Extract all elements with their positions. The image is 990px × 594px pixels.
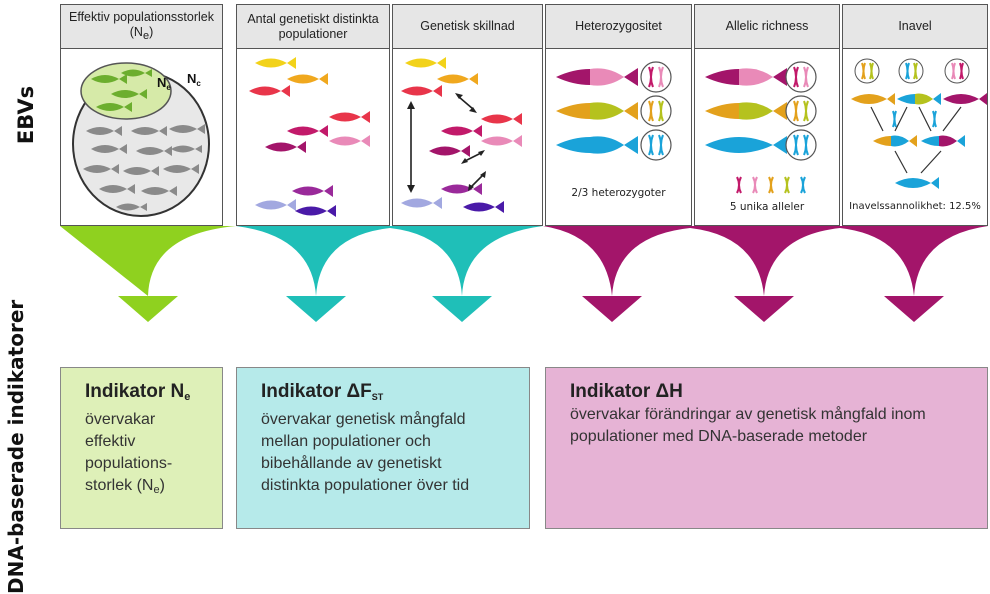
panel-heterozygosity: Heterozygositet 2/3 heterozygoter bbox=[545, 4, 692, 226]
funnel-green bbox=[60, 226, 236, 322]
difference-illustration bbox=[401, 57, 522, 213]
population-illustration: Ne Nc bbox=[72, 62, 210, 217]
panel-title: Heterozygositet bbox=[546, 5, 691, 49]
funnel-teal bbox=[236, 226, 543, 322]
panel-distinct-populations: Antal genetiskt distinkta populationer bbox=[236, 4, 390, 226]
title-end: ) bbox=[149, 24, 154, 39]
funnel-magenta bbox=[543, 226, 988, 322]
indicator-dh-title: Indikator ΔH bbox=[570, 381, 683, 402]
populations-illustration bbox=[249, 57, 370, 217]
heterozygosity-illustration bbox=[556, 61, 672, 161]
allelic-caption: 5 unika alleler bbox=[729, 201, 805, 213]
indicator-fst-title: Indikator ΔFST bbox=[261, 381, 384, 402]
indicator-ne-box: Indikator Ne övervakar effektiv populati… bbox=[60, 367, 223, 529]
inbreeding-illustration bbox=[851, 58, 987, 189]
title-text: Effektiv populationsstorlek (N bbox=[69, 9, 214, 39]
panel-allelic-richness: Allelic richness bbox=[694, 4, 840, 226]
panel-title: Allelic richness bbox=[695, 5, 839, 49]
panel-title: Inavel bbox=[843, 5, 987, 49]
allelic-illustration bbox=[705, 61, 817, 194]
inbreeding-caption: Inavelssannolikhet: 12.5% bbox=[849, 201, 981, 212]
nc-label: Nc bbox=[187, 71, 201, 88]
indicator-dh-text: övervakar förändringar av genetisk mångf… bbox=[570, 406, 926, 445]
indicator-fst-text: övervakar genetisk mångfald mellan popul… bbox=[261, 411, 470, 494]
panel-effective-size: Effektiv populationsstorlek (Ne) bbox=[60, 4, 223, 226]
indicator-fst-box: Indikator ΔFST övervakar genetisk mångfa… bbox=[236, 367, 530, 529]
title-sub: e bbox=[142, 29, 150, 42]
panel-title: Genetisk skillnad bbox=[393, 5, 542, 49]
heterozygosity-caption: 2/3 heterozygoter bbox=[571, 187, 666, 199]
panel-title: Effektiv populationsstorlek (Ne) bbox=[61, 5, 222, 49]
panel-inbreeding: Inavel bbox=[842, 4, 988, 226]
panel-title: Antal genetiskt distinkta populationer bbox=[237, 5, 389, 49]
ne-label: Ne bbox=[157, 75, 171, 92]
indicator-dh-box: Indikator ΔH övervakar förändringar av g… bbox=[545, 367, 988, 529]
indicator-ne-text: övervakar effektiv populations- storlek … bbox=[85, 411, 173, 496]
indicator-ne-title: Indikator Ne bbox=[85, 381, 191, 403]
panel-genetic-difference: Genetisk skillnad bbox=[392, 4, 543, 226]
